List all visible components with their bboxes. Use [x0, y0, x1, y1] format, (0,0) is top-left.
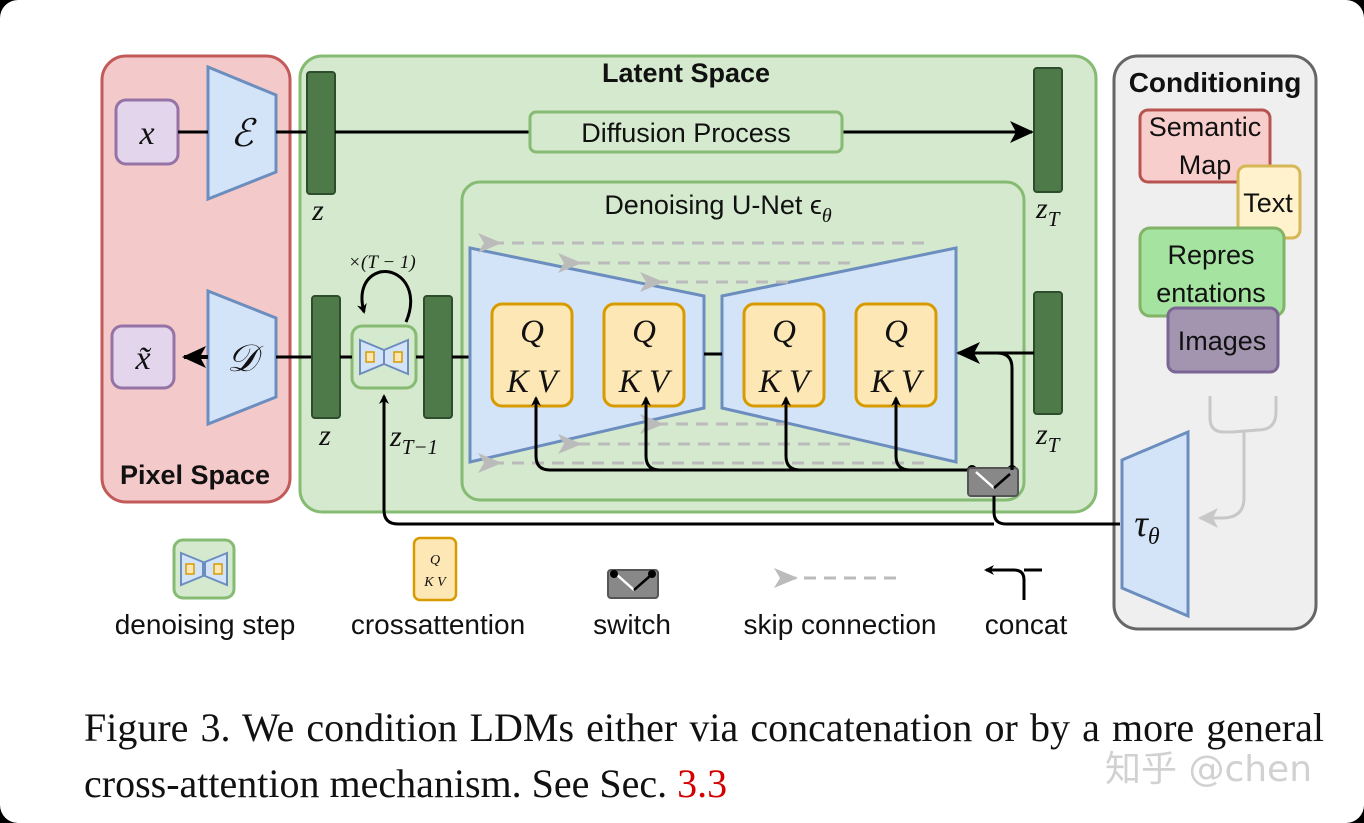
pixel-space-label: Pixel Space	[120, 460, 270, 490]
section-reference-link[interactable]: 3.3	[677, 761, 728, 806]
tau-to-denoising-step	[379, 394, 994, 526]
legend-concat-label: concat	[985, 609, 1068, 640]
conditioning-label: Conditioning	[1129, 67, 1302, 98]
svg-text:τθ: τθ	[1134, 503, 1160, 550]
svg-text:Diffusion Process: Diffusion Process	[581, 118, 791, 148]
cond-merge-arrows	[1198, 396, 1278, 528]
z-bottom-label: z	[318, 419, 331, 452]
svg-text:ℰ: ℰ	[230, 113, 257, 155]
legend-concat-icon	[984, 565, 1026, 600]
latent-zT1	[423, 295, 453, 419]
repeat-loop-arrow	[357, 270, 413, 323]
switch-icon	[967, 467, 1019, 497]
latent-zT-bottom	[1033, 291, 1063, 415]
crossattention-feeds	[531, 396, 972, 472]
z-top-label: z	[311, 194, 324, 227]
switch-to-concat	[996, 351, 1014, 470]
svg-text:x: x	[138, 115, 154, 152]
latent-space-label: Latent Space	[602, 58, 770, 88]
svg-text:Images: Images	[1178, 326, 1267, 356]
cond-images: Images	[1166, 306, 1280, 374]
cond-semantic-map: Semantic Map	[1138, 108, 1272, 184]
tau-encoder: τθ	[1120, 429, 1190, 619]
diffusion-process-box: Diffusion Process	[528, 110, 844, 154]
svg-text:K V: K V	[506, 364, 561, 400]
svg-text:Repres: Repres	[1167, 240, 1254, 270]
legend-switch-label: switch	[593, 609, 671, 640]
attention-block-1: Q K V	[490, 302, 574, 408]
latent-z-top	[306, 71, 336, 195]
tau-to-switch	[992, 496, 1120, 526]
legend-skip-label: skip connection	[743, 609, 936, 640]
watermark: 知乎 @chen	[1105, 749, 1313, 790]
svg-text:Semantic: Semantic	[1149, 112, 1262, 142]
legend-crossattention-label: crossattention	[351, 609, 525, 640]
svg-text:K V: K V	[870, 364, 925, 400]
legend-denoising-label: denoising step	[115, 609, 296, 640]
svg-text:Text: Text	[1243, 188, 1293, 218]
decoder: 𝒟	[206, 288, 278, 427]
cond-representations: Repres entations	[1138, 226, 1286, 318]
attention-block-3: Q K V	[742, 302, 826, 408]
legend-crossattention-icon	[412, 536, 458, 602]
legend-crossattention: Q K V crossattention	[351, 536, 525, 640]
legend-concat: concat	[984, 565, 1068, 640]
zT-bottom-label: zT	[1035, 418, 1061, 457]
zT1-label: zT−1	[389, 420, 438, 459]
svg-text:K V: K V	[758, 364, 813, 400]
denoising-step-icon	[350, 324, 418, 390]
svg-text:Q: Q	[772, 314, 796, 350]
input-x: x	[114, 98, 180, 166]
legend-skip-connection: skip connection	[743, 568, 937, 640]
svg-text:Q: Q	[520, 314, 544, 350]
svg-text:K V: K V	[618, 364, 673, 400]
svg-text:Q: Q	[884, 314, 908, 350]
zT-top-label: zT	[1035, 192, 1061, 231]
output-x-tilde: x̃	[110, 324, 176, 390]
skip-connections	[478, 233, 924, 473]
svg-text:x̃: x̃	[134, 340, 151, 377]
svg-text:entations: entations	[1156, 278, 1266, 308]
svg-text:Q: Q	[632, 314, 656, 350]
attention-block-2: Q K V	[602, 302, 686, 408]
latent-z-bottom	[311, 295, 341, 419]
svg-text:Q: Q	[430, 553, 440, 568]
encoder: ℰ	[206, 64, 278, 202]
unet-title: Denoising U-Net ϵθ	[604, 190, 832, 227]
repeat-label: ×(T − 1)	[348, 252, 416, 273]
legend-denoising-step: denoising step	[115, 538, 296, 640]
latent-zT-top	[1033, 67, 1063, 193]
legend-switch: switch	[593, 569, 671, 640]
svg-text:Map: Map	[1179, 150, 1232, 180]
attention-block-4: Q K V	[854, 302, 938, 408]
figure-caption: Figure 3. We condition LDMs either via c…	[84, 705, 1324, 806]
svg-text:K V: K V	[423, 575, 447, 590]
